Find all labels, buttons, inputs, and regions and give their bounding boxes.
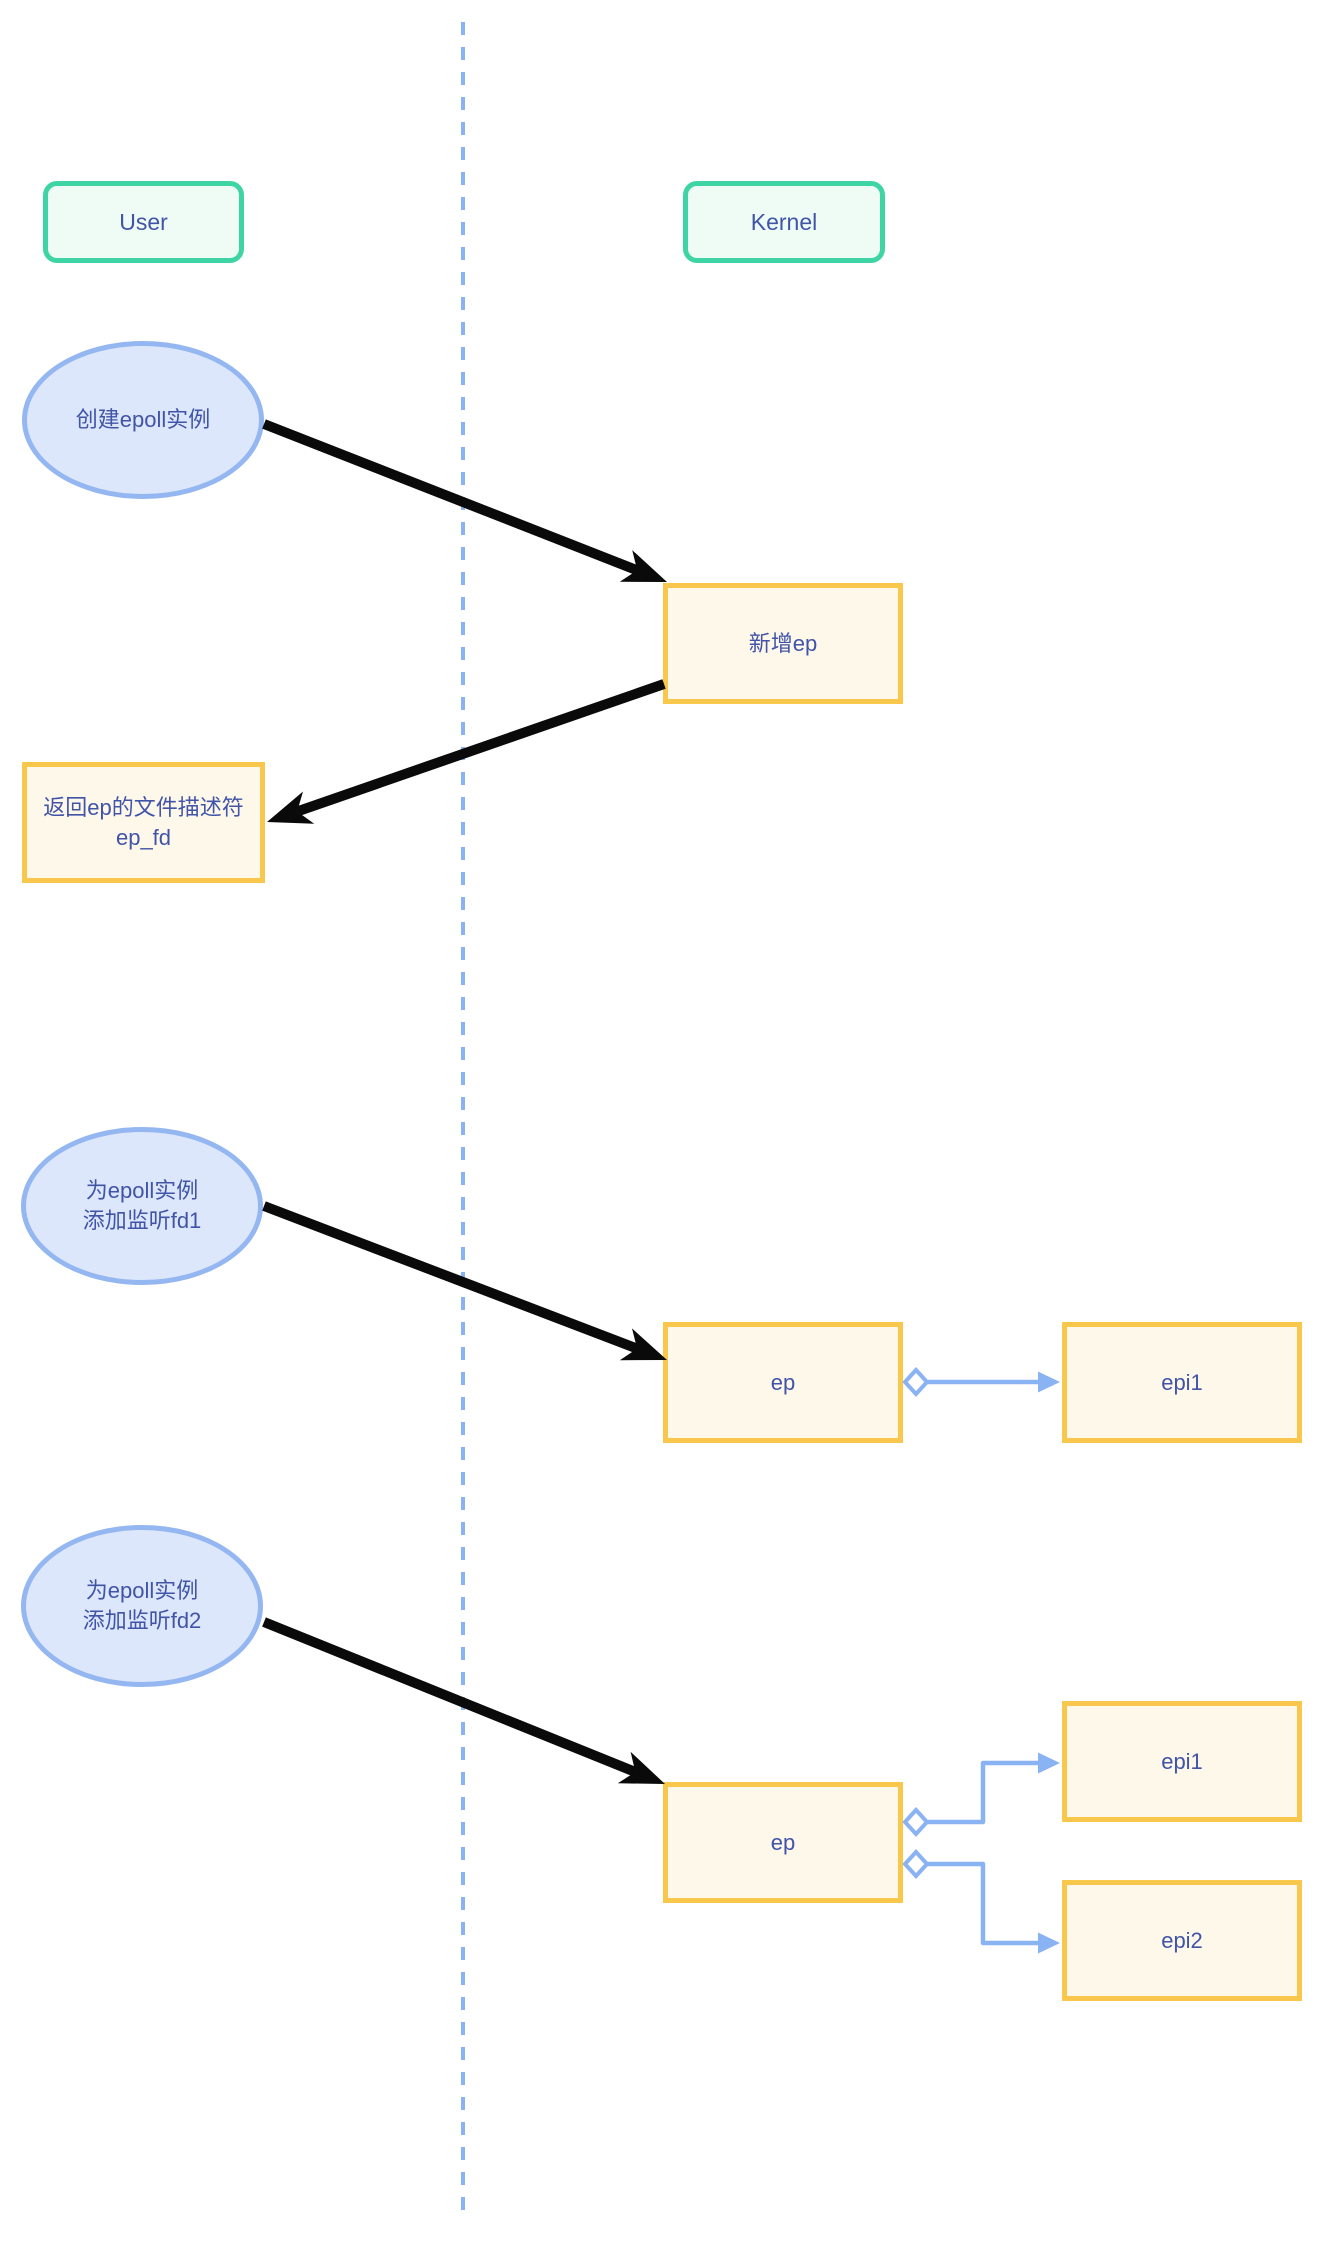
arrowhead-icon [617, 1751, 665, 1784]
node-return-ep-fd: 返回ep的文件描述符 ep_fd [22, 762, 265, 883]
node-add-ep: 新增ep [663, 583, 903, 704]
connector-ep2-to-epi1 [902, 1752, 1060, 1837]
diamond-anchor-icon [902, 1807, 930, 1837]
node-add-watch-fd1: 为epoll实例 添加监听fd1 [21, 1127, 263, 1285]
node-label-line2: 添加监听fd1 [82, 1208, 202, 1233]
node-label: epi2 [1161, 1927, 1203, 1953]
lane-kernel-text: Kernel [750, 209, 818, 235]
node-label: 创建epoll实例 [75, 407, 211, 432]
arrowhead-icon [1038, 1371, 1060, 1393]
lane-label-user: User [43, 181, 244, 263]
node-ep-2: ep [663, 1782, 903, 1903]
node-ep-1: ep [663, 1322, 903, 1443]
node-label: epi1 [1161, 1369, 1203, 1395]
arrowhead-icon [1038, 1932, 1060, 1954]
arrowhead-icon [619, 550, 667, 582]
node-label: epi1 [1161, 1748, 1203, 1774]
node-label: ep [770, 1369, 796, 1395]
arrowhead-icon [267, 791, 315, 824]
lane-user-text: User [119, 209, 168, 235]
arrow-addep-to-return [267, 679, 666, 824]
node-epi2: epi2 [1062, 1880, 1302, 2001]
arrow-fd2-to-ep [262, 1617, 665, 1784]
arrowhead-icon [619, 1328, 667, 1361]
node-label-line2: ep_fd [115, 824, 172, 850]
diamond-anchor-icon [902, 1849, 930, 1879]
diamond-anchor-icon [902, 1367, 930, 1397]
arrowhead-icon [1038, 1752, 1060, 1774]
arrow-create-to-addep [262, 419, 667, 582]
lane-label-kernel: Kernel [683, 181, 885, 263]
node-label: 新增ep [748, 630, 818, 656]
node-add-watch-fd2: 为epoll实例 添加监听fd2 [21, 1525, 263, 1687]
node-epi1-2: epi1 [1062, 1701, 1302, 1822]
connector-ep2-to-epi2 [902, 1849, 1060, 1954]
node-label-line1: 为epoll实例 [85, 1178, 199, 1203]
arrow-fd1-to-ep [262, 1201, 667, 1361]
node-label-line1: 为epoll实例 [85, 1578, 199, 1603]
connector-ep-to-epi1 [902, 1367, 1060, 1397]
node-create-epoll-instance: 创建epoll实例 [22, 341, 264, 499]
node-label: ep [770, 1829, 796, 1855]
node-label-line1: 返回ep的文件描述符 [43, 794, 244, 820]
node-epi1-1: epi1 [1062, 1322, 1302, 1443]
node-label-line2: 添加监听fd2 [82, 1608, 202, 1633]
